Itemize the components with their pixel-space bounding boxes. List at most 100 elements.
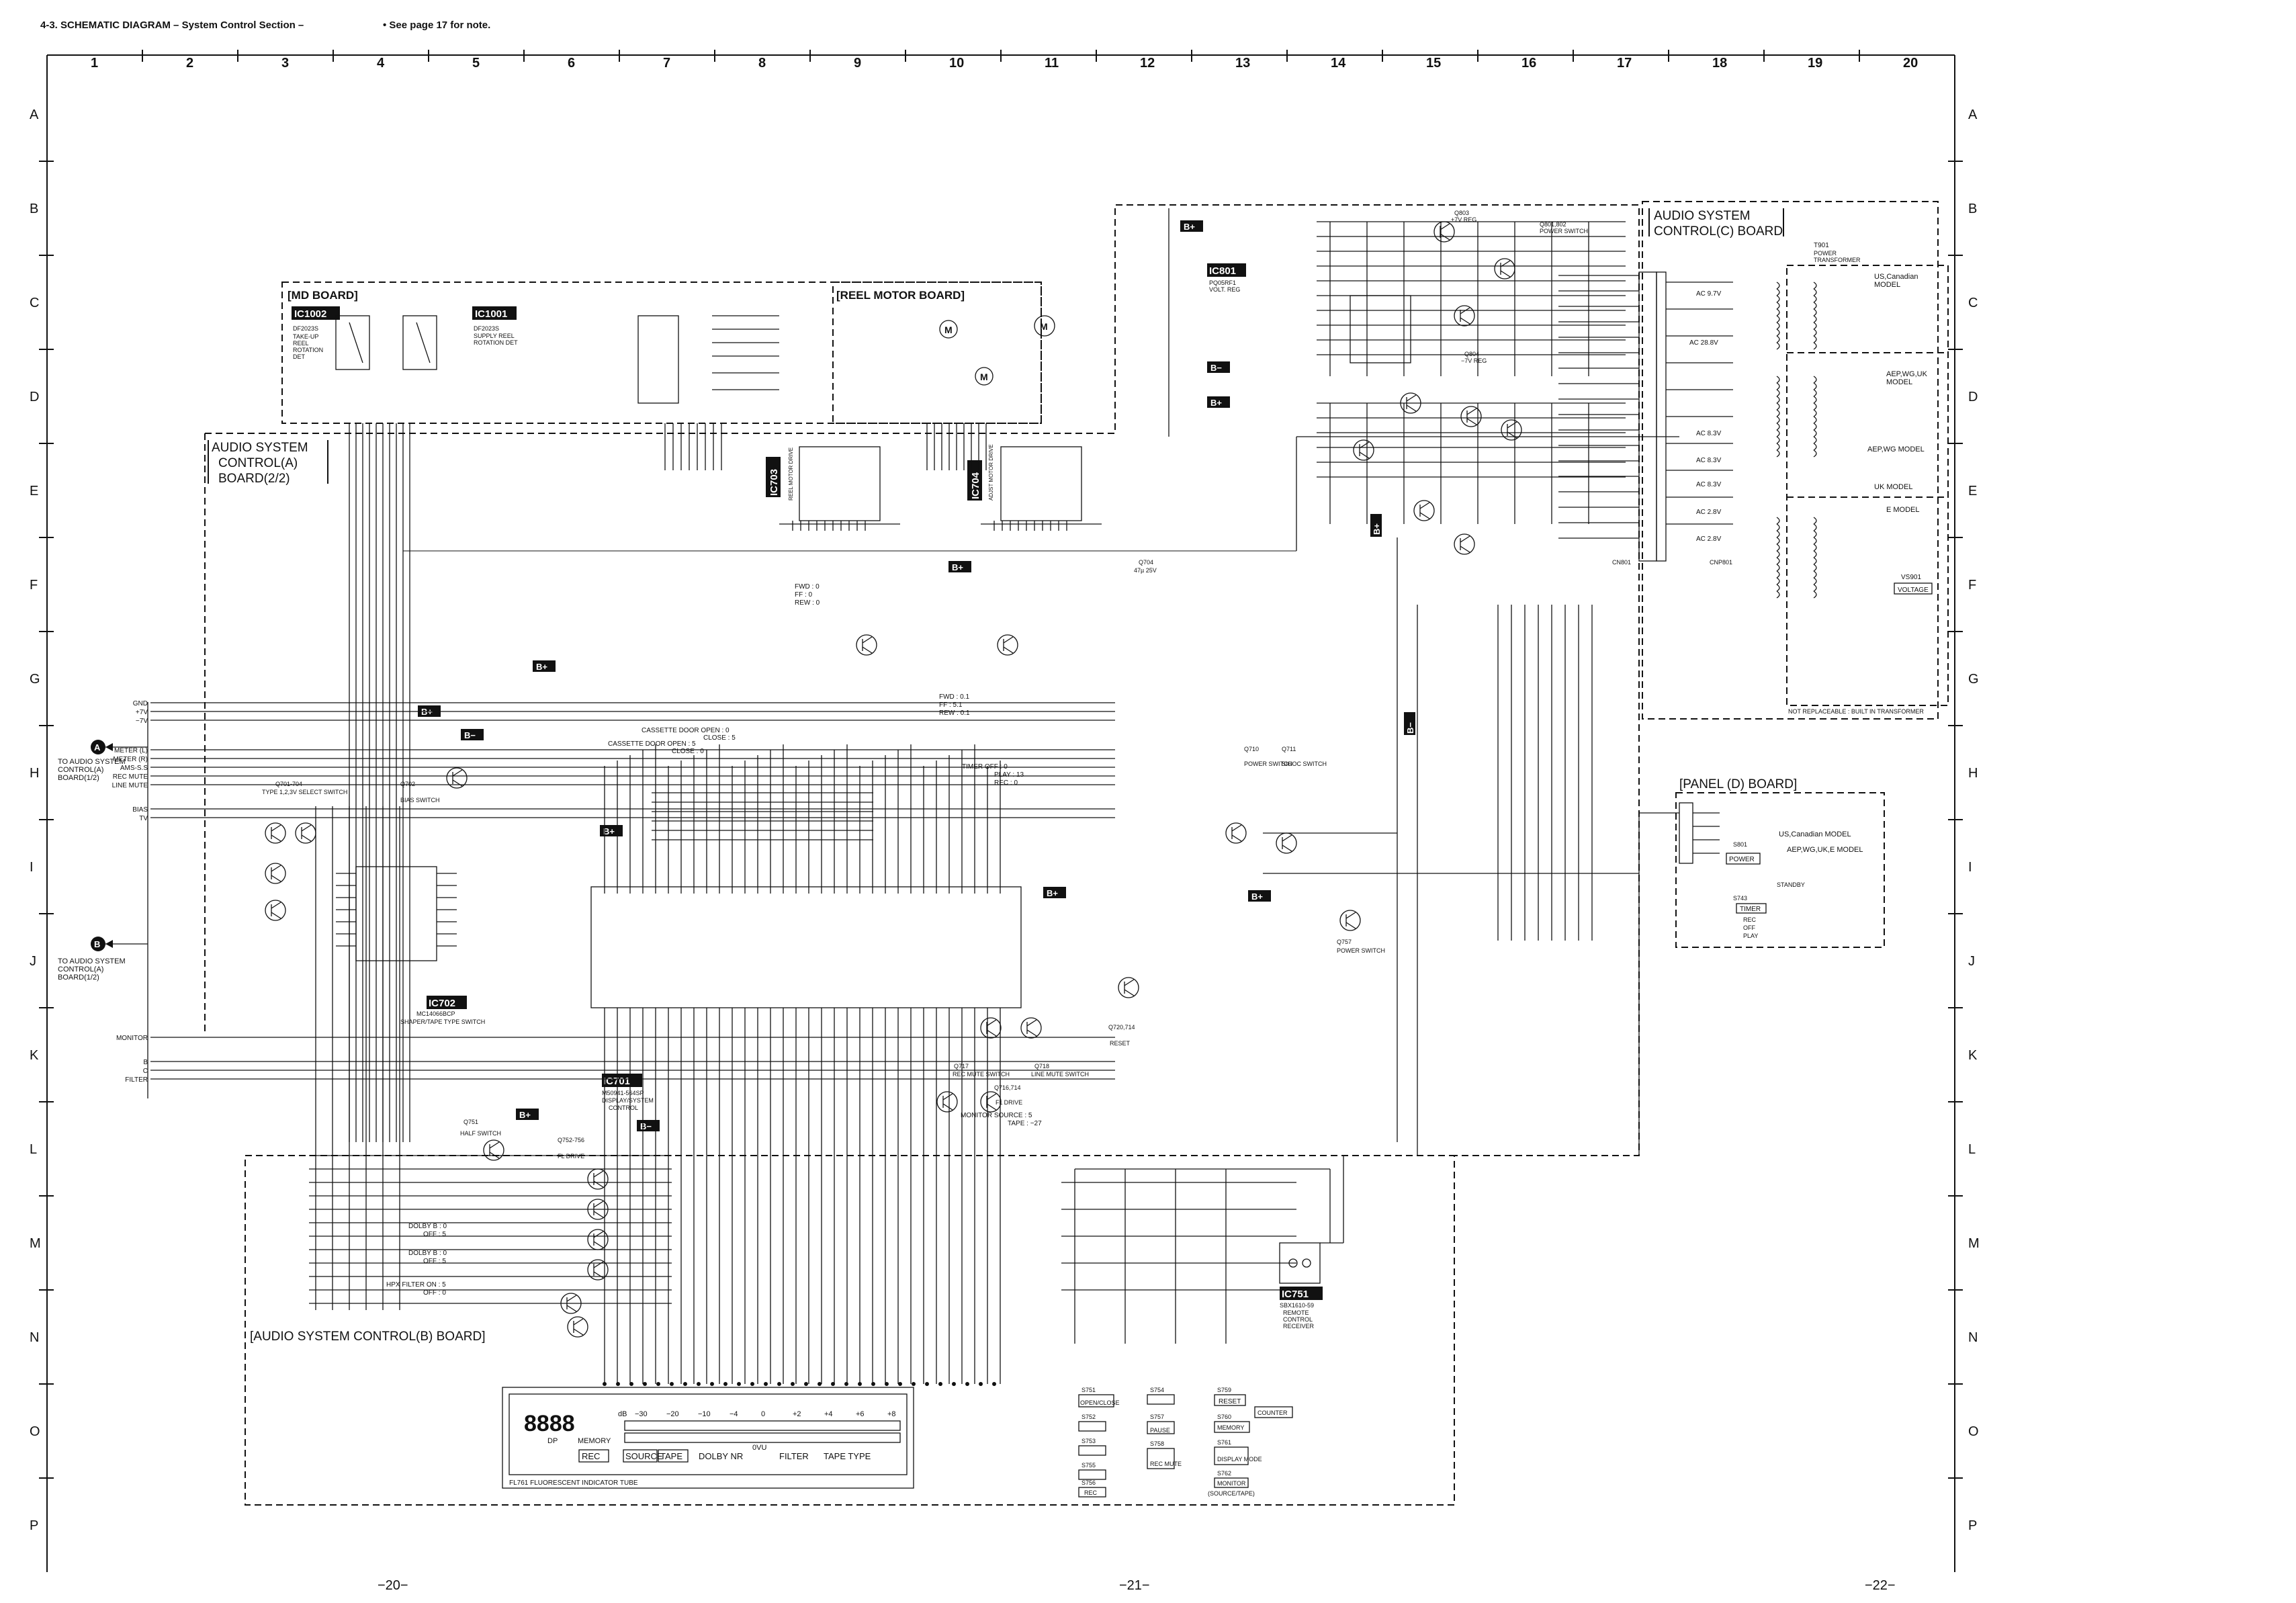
svg-text:S801: S801 [1733, 841, 1747, 848]
svg-text:NOT REPLACEABLE : BUILT IN TRA: NOT REPLACEABLE : BUILT IN TRANSFORMER [1788, 708, 1924, 715]
svg-text:CONTROL: CONTROL [1283, 1316, 1313, 1323]
row-label-right-G: G [1968, 672, 1979, 687]
reel-motor-board: [REEL MOTOR BOARD] M M M [832, 281, 1055, 424]
control-c-line1: AUDIO SYSTEM [1654, 209, 1751, 223]
fl-scale-2: −10 [698, 1410, 711, 1418]
svg-text:RESET: RESET [1219, 1398, 1241, 1405]
md-board: [MD BOARD] IC1002 DF2023S TAKE-UP REEL R… [281, 281, 1042, 424]
svg-text:B+: B+ [1210, 398, 1222, 408]
svg-text:BIAS SWITCH: BIAS SWITCH [400, 797, 440, 804]
page-number-20: −20− [378, 1578, 408, 1593]
svg-text:CONTROL(A): CONTROL(A) [58, 965, 103, 973]
svg-text:B−: B− [1405, 722, 1415, 734]
page-title: 4-3. SCHEMATIC DIAGRAM – System Control … [40, 19, 304, 31]
svg-text:AC 28.8V: AC 28.8V [1689, 339, 1718, 347]
svg-text:Q711: Q711 [1282, 746, 1296, 752]
fl-scale-5: +2 [793, 1410, 801, 1418]
column-label-18: 18 [1712, 56, 1727, 71]
svg-text:ADJST MOTOR DRIVE: ADJST MOTOR DRIVE [988, 444, 994, 501]
svg-text:TIMER OFF : 0: TIMER OFF : 0 [962, 763, 1008, 771]
svg-text:FL DRIVE: FL DRIVE [558, 1153, 584, 1160]
svg-text:S756: S756 [1081, 1479, 1096, 1486]
svg-text:B+: B+ [603, 826, 615, 836]
svg-text:S761: S761 [1217, 1439, 1231, 1446]
bplus-badge: B+ [600, 825, 623, 836]
ic1001-label: IC1001 [475, 308, 507, 320]
svg-text:FL DRIVE: FL DRIVE [996, 1099, 1022, 1106]
transistor-labels: Q801,802 POWER SWITCH Q803 +7V REG Q804 … [262, 210, 1588, 1160]
row-label-left-B: B [30, 202, 38, 216]
svg-text:LINE MUTE SWITCH: LINE MUTE SWITCH [1031, 1071, 1089, 1078]
svg-text:DOLBY NR: DOLBY NR [699, 1451, 743, 1461]
svg-text:Q757: Q757 [1337, 939, 1352, 945]
svg-text:VOLT. REG: VOLT. REG [1209, 286, 1240, 293]
control-c-line2: CONTROL(C) BOARD [1654, 224, 1783, 239]
svg-text:E MODEL: E MODEL [1886, 506, 1920, 514]
svg-text:CLOSE : 0: CLOSE : 0 [672, 748, 704, 755]
svg-text:PLAY : 13: PLAY : 13 [994, 771, 1024, 779]
svg-text:MODEL: MODEL [1886, 378, 1912, 386]
row-label-right-D: D [1968, 390, 1978, 404]
svg-text:TO AUDIO SYSTEM: TO AUDIO SYSTEM [58, 957, 126, 965]
svg-text:DP: DP [547, 1437, 558, 1445]
fl-scale-4: 0 [761, 1410, 765, 1418]
svg-text:HPX FILTER ON : 5: HPX FILTER ON : 5 [386, 1281, 446, 1289]
svg-text:M: M [944, 324, 953, 335]
svg-text:Q803: Q803 [1454, 210, 1469, 216]
fl-scale-7: +6 [856, 1410, 865, 1418]
row-label-right-C: C [1968, 296, 1978, 310]
svg-text:FWD : 0.1: FWD : 0.1 [939, 693, 969, 701]
row-label-right-B: B [1968, 202, 1977, 216]
row-label-right-K: K [1968, 1048, 1978, 1063]
bplus-badge: B+ [516, 1109, 539, 1120]
fl-scale-1: −20 [666, 1410, 679, 1418]
row-label-right-M: M [1968, 1236, 1980, 1251]
row-label-left-A: A [30, 107, 39, 122]
svg-text:TYPE 1,2,3V SELECT SWITCH: TYPE 1,2,3V SELECT SWITCH [262, 789, 347, 795]
svg-text:REC: REC [1084, 1489, 1098, 1496]
svg-text:Q720,714: Q720,714 [1108, 1024, 1135, 1031]
left-signal-3: METER (L) [114, 747, 148, 754]
svg-text:STANDBY: STANDBY [1777, 881, 1805, 888]
svg-text:AC 8.3V: AC 8.3V [1696, 481, 1722, 488]
svg-text:OFF : 0: OFF : 0 [423, 1289, 446, 1297]
svg-text:CLOSE : 5: CLOSE : 5 [703, 734, 736, 742]
control-a-line1: AUDIO SYSTEM [212, 441, 308, 455]
svg-text:POWER: POWER [1729, 856, 1755, 863]
fl-scale-6: +4 [824, 1410, 833, 1418]
svg-text:POWER: POWER [1814, 250, 1837, 257]
svg-text:AC 2.8V: AC 2.8V [1696, 535, 1722, 543]
svg-text:(SOURCE/TAPE): (SOURCE/TAPE) [1208, 1490, 1255, 1497]
fl-scale-8: +8 [887, 1410, 896, 1418]
svg-text:PAUSE: PAUSE [1150, 1427, 1170, 1434]
svg-text:DOLBY B : 0: DOLBY B : 0 [408, 1223, 447, 1230]
svg-text:MC14066BCP: MC14066BCP [416, 1010, 455, 1017]
svg-text:S757: S757 [1150, 1414, 1164, 1420]
left-signal-11: B [143, 1059, 148, 1066]
svg-text:ROTATION DET: ROTATION DET [474, 339, 518, 346]
ic801-label: IC801 [1209, 265, 1236, 277]
svg-text:B+: B+ [952, 562, 963, 572]
ic801-block: IC801 PQ05RF1 VOLT. REG [1207, 263, 1411, 363]
left-signal-8: BIAS [132, 806, 148, 814]
svg-text:S760: S760 [1217, 1414, 1231, 1420]
svg-text:A: A [94, 742, 101, 752]
row-label-left-M: M [30, 1236, 41, 1251]
control-a-board: AUDIO SYSTEM CONTROL(A) BOARD(2/2) [204, 204, 1640, 1156]
control-b-title: [AUDIO SYSTEM CONTROL(B) BOARD] [250, 1330, 485, 1344]
key-switches: S751 OPEN/CLOSE S752 S753 S755 S756 REC … [1078, 1387, 1293, 1498]
left-signal-7: LINE MUTE [112, 782, 148, 789]
row-label-left-L: L [30, 1142, 37, 1157]
left-signal-9: TV [139, 815, 148, 822]
left-signal-13: FILTER [125, 1076, 148, 1084]
row-label-right-H: H [1968, 766, 1978, 781]
svg-text:B−: B− [640, 1121, 652, 1131]
connector-a: A TO AUDIO SYSTEM CONTROL(A) BOARD(1/2) [58, 740, 148, 782]
svg-text:BOARD(1/2): BOARD(1/2) [58, 774, 99, 782]
svg-text:S759: S759 [1217, 1387, 1231, 1393]
fl-scale-3: −4 [730, 1410, 738, 1418]
bplus-badge: B+ [1043, 887, 1066, 898]
svg-text:MONITOR SOURCE : 5: MONITOR SOURCE : 5 [961, 1112, 1032, 1119]
ic704-label: IC704 [970, 472, 981, 499]
